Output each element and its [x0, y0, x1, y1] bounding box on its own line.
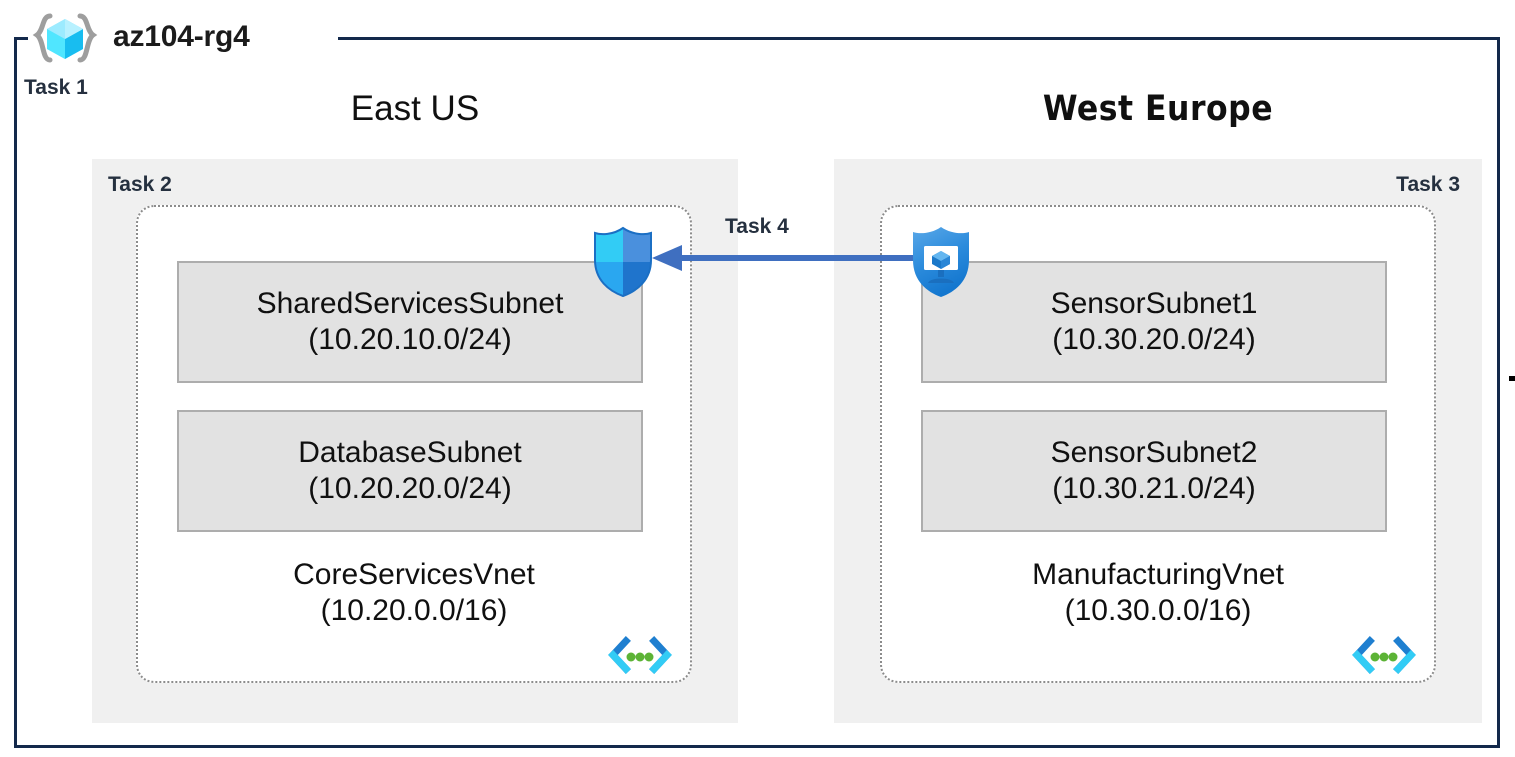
task-2-label: Task 2	[108, 173, 172, 196]
vnet-cidr: (10.20.0.0/16)	[320, 594, 508, 627]
region-title-east-us: East US	[350, 89, 480, 128]
resource-group-cube-icon	[26, 12, 104, 66]
subnet-cidr: (10.20.20.0/24)	[308, 472, 512, 505]
subnet-cidr: (10.20.10.0/24)	[308, 323, 512, 356]
task-1-label: Task 1	[24, 76, 88, 99]
virtual-network-icon	[606, 635, 674, 679]
subnet-name: SensorSubnet1	[1050, 287, 1258, 320]
virtual-machine-shield-icon	[909, 225, 973, 299]
subnet-name: SharedServicesSubnet	[256, 287, 564, 320]
subnet-database: DatabaseSubnet (10.20.20.0/24)	[177, 410, 643, 532]
subnet-shared-services: SharedServicesSubnet (10.20.10.0/24)	[177, 261, 643, 383]
task-4-label: Task 4	[725, 215, 789, 238]
task-3-label: Task 3	[1396, 173, 1460, 196]
region-container-east-us: Task 2 SharedServicesSubnet (10.20.10.0/…	[92, 159, 738, 723]
vnet-cidr: (10.30.0.0/16)	[1064, 594, 1252, 627]
subnet-sensor-2: SensorSubnet2 (10.30.21.0/24)	[921, 410, 1387, 532]
vnet-caption-manufacturing: ManufacturingVnet (10.30.0.0/16)	[882, 557, 1434, 629]
vnet-manufacturing: SensorSubnet1 (10.30.20.0/24) SensorSubn…	[880, 205, 1436, 683]
vnet-name: ManufacturingVnet	[1032, 558, 1284, 591]
vnet-caption-core-services: CoreServicesVnet (10.20.0.0/16)	[138, 557, 690, 629]
subnet-name: DatabaseSubnet	[298, 436, 522, 469]
subnet-cidr: (10.30.20.0/24)	[1052, 323, 1256, 356]
resource-group-name: az104-rg4	[113, 20, 250, 53]
vnet-peering-arrow	[650, 240, 930, 276]
vnet-name: CoreServicesVnet	[293, 558, 535, 591]
subnet-sensor-1: SensorSubnet1 (10.30.20.0/24)	[921, 261, 1387, 383]
virtual-network-icon	[1350, 635, 1418, 679]
edge-artifact-mark	[1509, 376, 1515, 381]
subnet-name: SensorSubnet2	[1050, 436, 1258, 469]
vnet-core-services: SharedServicesSubnet (10.20.10.0/24) Dat…	[136, 205, 692, 683]
resource-group-frame	[14, 37, 1500, 748]
network-security-group-shield-icon	[591, 226, 655, 298]
subnet-cidr: (10.30.21.0/24)	[1052, 472, 1256, 505]
region-title-west-europe: West Europe	[1042, 89, 1274, 129]
